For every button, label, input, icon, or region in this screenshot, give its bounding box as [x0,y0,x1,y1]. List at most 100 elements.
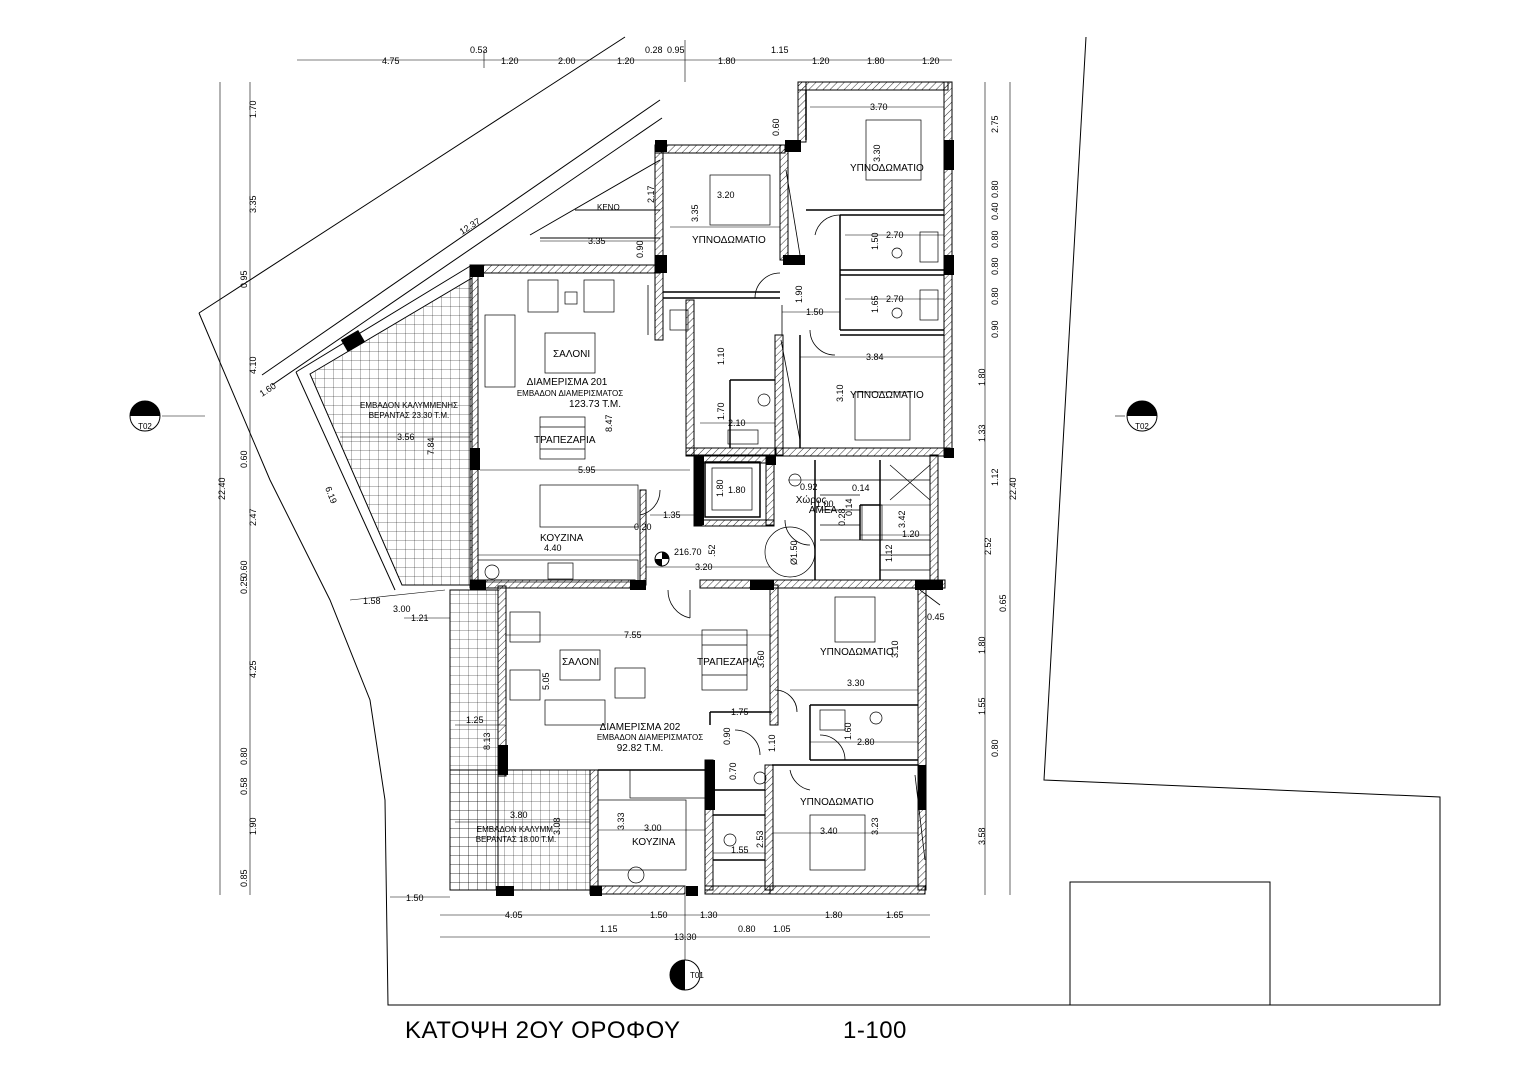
plot-boundary [198,36,1441,1006]
dimension-label: 0.80 [990,739,1000,757]
dimension-label: 1.12 [884,544,894,562]
dimension-label: Ø1.50 [789,540,799,565]
dimension-label: 0.25 [239,576,249,594]
dimension-label: 1.10 [767,734,777,752]
dimension-label: 1.50 [806,307,824,317]
dimension-label: 3.08 [552,817,562,835]
dimension-label: 2.52 [983,537,993,555]
dimension-label: 4.40 [544,543,562,553]
veranda-202-label: ΕΜΒΑΔΟΝ ΚΑΛΥΜΜ. [477,825,555,834]
dimension-label: 0.90 [635,240,645,258]
dimension-label: 3.23 [870,817,880,835]
dimension-label: 2.47 [248,508,258,526]
section-marker-right: T02 [1115,400,1158,432]
dimension-label: 1.50 [650,910,668,920]
section-marker-bottom: T01 [669,959,704,991]
dimension-label: 1.30 [700,910,718,920]
level-value: 216.70 [674,547,702,557]
dimension-label: 3.30 [872,144,882,162]
dimension-label: 0.90 [722,727,732,745]
dimension-label: 0.14 [844,498,854,516]
dimension-label: 2.80 [857,737,875,747]
dimension-label: 4.75 [382,56,400,66]
dimension-label: 2.10 [728,418,746,428]
dimension-label: 2.75 [990,115,1000,133]
dimension-label: 1.15 [771,45,789,55]
dimension-label: 3.40 [820,826,838,836]
dimension-label: 3.35 [690,204,700,222]
dimension-label: 8.13 [482,732,492,750]
railing-lines [261,99,663,386]
accessible-space-line1: Χώρος [796,494,827,506]
dimension-label: 1.58 [363,596,381,606]
dimension-label: 3.00 [393,604,411,614]
dimension-label: 3.56 [397,432,415,442]
dimension-label: 0.60 [239,560,249,578]
section-label-bottom: T01 [690,971,704,980]
dimension-label: 1.80 [728,485,746,495]
dimension-label: 5.05 [541,672,551,690]
dimension-label: 1.20 [902,529,920,539]
room-dining-202: ΤΡΑΠΕΖΑΡΙΑ [697,657,759,668]
dimension-label: 1.50 [406,893,424,903]
dimension-label: 1.80 [867,56,885,66]
drawing-scale: 1-100 [843,1017,907,1044]
section-label-left: T02 [138,422,152,431]
dimension-label: 2.17 [646,185,656,203]
drawing-title: ΚΑΤΟΨΗ 2ΟΥ ΟΡΟΦΟΥ [405,1017,681,1044]
dimension-label: 0.28 [645,45,663,55]
dimension-label: 1.20 [812,56,830,66]
dimension-label: 7.55 [624,630,642,640]
dimension-label: 3.33 [616,812,626,830]
dimension-label: 3.35 [248,195,258,213]
furniture [477,119,939,884]
dimension-label: 1.65 [870,295,880,313]
dimension-label: 3.10 [835,384,845,402]
dimension-label: 0.20 [634,522,652,532]
dimension-label: 0.80 [738,924,756,934]
dimension-label: 4.25 [248,660,258,678]
dimension-label: 0.85 [239,869,249,887]
apartment-202-name: ΔΙΑΜΕΡΙΣΜΑ 202 [600,722,681,733]
partitions [598,90,944,861]
room-living-202: ΣΑΛΟΝΙ [562,657,599,668]
dimension-label: 0.70 [728,762,738,780]
dimension-label: 1.20 [922,56,940,66]
adjacent-building [1069,881,1271,1006]
dimension-label: 3.10 [890,640,900,658]
dimension-label: 4.10 [248,356,258,374]
veranda-201 [295,264,473,591]
dimension-label: 0.60 [239,450,249,468]
dimension-label: 4.05 [505,910,523,920]
section-label-right: T02 [1135,422,1149,431]
section-marker-left: T02 [129,400,205,432]
room-bedroom-201-c: ΥΠΝΟΔΩΜΑΤΙΟ [850,390,924,401]
room-kitchen-201: ΚΟΥΖΙΝΑ [540,533,584,544]
room-bedroom-201-b: ΥΠΝΟΔΩΜΑΤΙΟ [850,163,924,174]
veranda-202-value: ΒΕΡΑΝΤΑΣ 18.00 Τ.Μ. [476,835,557,844]
dimension-label: 1.90 [248,817,258,835]
room-living-201: ΣΑΛΟΝΙ [553,349,590,360]
dimension-label: 1.00 [816,499,834,509]
dimension-label: 3.42 [897,510,907,528]
dimension-label: 3.00 [644,823,662,833]
dimension-label: 0.45 [927,612,945,622]
dimension-label: 13.30 [674,932,697,942]
accessible-space-line2: ΑΜΕΑ [809,505,838,516]
columns [470,140,954,896]
dimension-label: 22.40 [217,477,227,500]
dimension-label: 3.30 [847,678,865,688]
dimension-label: 1.33 [977,424,987,442]
dimension-label: 1.55 [977,697,987,715]
dimension-label: 0.53 [470,45,488,55]
dimension-label: 1.60 [843,722,853,740]
apartment-202-area-value: 92.82 Τ.Μ. [617,743,664,754]
doors [639,169,941,861]
dimension-label: 0.95 [239,270,249,288]
room-bedroom-202-b: ΥΠΝΟΔΩΜΑΤΙΟ [800,797,874,808]
dimension-label: 1.75 [731,707,749,717]
dimension-label: 0.28 [837,508,847,526]
dims-bottom: 4.05 1.50 1.30 1.80 1.65 1.15 13.30 0.80… [406,893,904,942]
dimension-label: 12.37 [458,216,482,237]
